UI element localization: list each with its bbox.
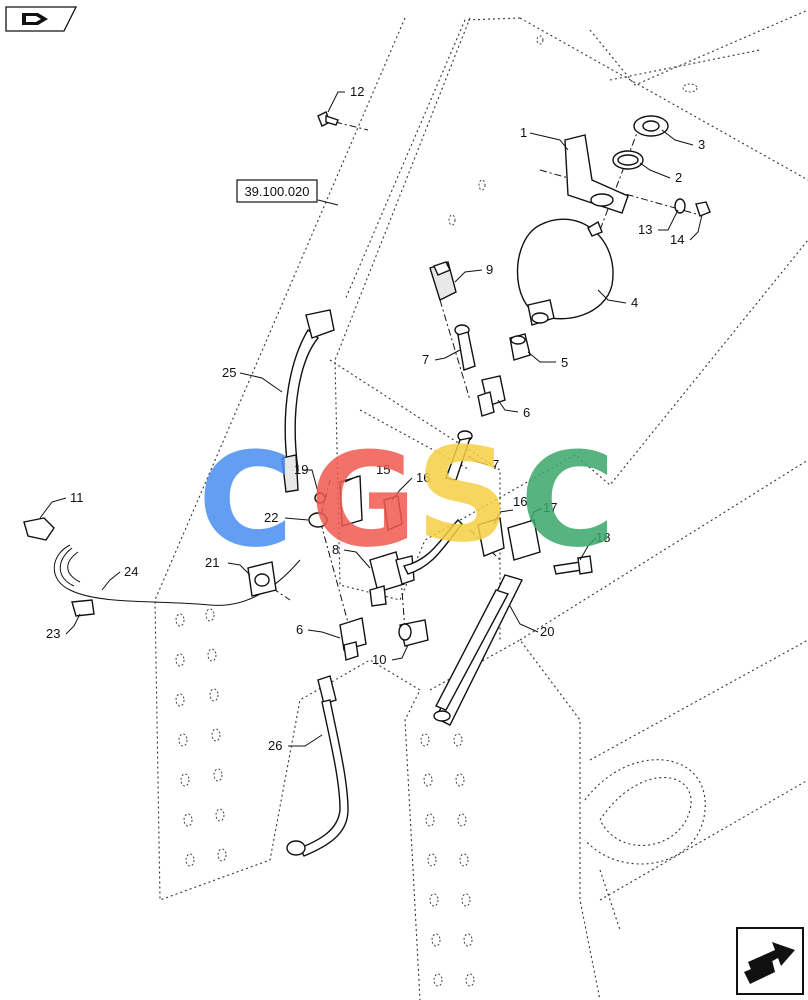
part-14-nut [695,201,711,217]
callout-12[interactable]: 12 [350,84,364,99]
part-10-elbow [398,619,429,647]
part-16-clamp-right [477,517,505,557]
part-18-bolt [553,555,593,575]
callout-7b[interactable]: 7 [492,457,499,472]
part-3-nut [633,115,669,137]
part-5-fitting [509,333,531,361]
part-19-clip [314,492,326,504]
callout-23[interactable]: 23 [46,626,60,641]
callout-3[interactable]: 3 [698,137,705,152]
callout-2[interactable]: 2 [675,170,682,185]
watermark-letter-c1: C [198,424,293,576]
parts-kit-icon[interactable] [5,6,78,32]
callout-20[interactable]: 20 [540,624,554,639]
part-4-accumulator [516,218,614,326]
callout-7a[interactable]: 7 [422,352,429,367]
callout-25[interactable]: 25 [222,365,236,380]
callout-10[interactable]: 10 [372,652,386,667]
callout-9[interactable]: 9 [486,262,493,277]
part-23-clip [71,599,95,617]
reference-label: 39.100.020 [244,184,309,199]
part-22-washer [308,512,328,528]
callout-24[interactable]: 24 [124,564,138,579]
part-6-tee-upper [477,375,506,417]
part-21-connector [247,561,277,597]
assembly-lines [259,121,701,631]
part-20-guard [433,574,523,726]
callout-16b[interactable]: 16 [513,494,527,509]
watermark-letter-g: G [310,424,417,576]
callout-13[interactable]: 13 [638,222,652,237]
callout-11[interactable]: 11 [70,490,84,505]
part-25-hose [281,309,335,493]
callout-14[interactable]: 14 [670,232,684,247]
part-12-bolt [317,111,339,127]
callout-22[interactable]: 22 [264,510,278,525]
part-1-bracket [564,134,629,214]
callout-1[interactable]: 1 [520,125,527,140]
callout-5[interactable]: 5 [561,355,568,370]
part-26-tube [286,675,349,857]
watermark-letter-s: S [416,419,510,571]
part-7-fitting-upper [454,324,476,371]
watermark-letter-c2: C [520,424,615,576]
part-6-tee-lower [339,617,367,661]
leader-lines [39,91,703,747]
reference-box[interactable]: 39.100.020 [236,179,318,203]
callout-17[interactable]: 17 [543,500,557,515]
callout-6b[interactable]: 6 [296,622,303,637]
callout-8[interactable]: 8 [332,542,339,557]
part-17-clamp [507,519,541,561]
part-24-wire-harness [53,544,301,606]
part-11-clip [23,517,55,541]
frame-holes [175,35,698,987]
part-13-washer [674,198,686,214]
part-9-pressure-switch [429,261,457,301]
next-page-arrow-icon[interactable] [736,927,804,995]
callout-18[interactable]: 18 [596,530,610,545]
frame-outline [154,9,808,1000]
callout-numbers: 12 1 3 2 13 14 9 4 7 5 6 7 25 19 15 16 2… [46,84,705,753]
callout-21[interactable]: 21 [205,555,219,570]
part-2-washer [612,150,644,170]
callout-19[interactable]: 19 [294,462,308,477]
callout-4[interactable]: 4 [631,295,638,310]
callout-26[interactable]: 26 [268,738,282,753]
callout-15[interactable]: 15 [376,462,390,477]
part-7-fitting-middle [445,430,473,481]
part-8-valve [369,518,463,607]
callout-16a[interactable]: 16 [416,470,430,485]
watermark-logo: C G S C [198,419,615,576]
callout-6a[interactable]: 6 [523,405,530,420]
part-16-clamp-left [383,495,403,532]
